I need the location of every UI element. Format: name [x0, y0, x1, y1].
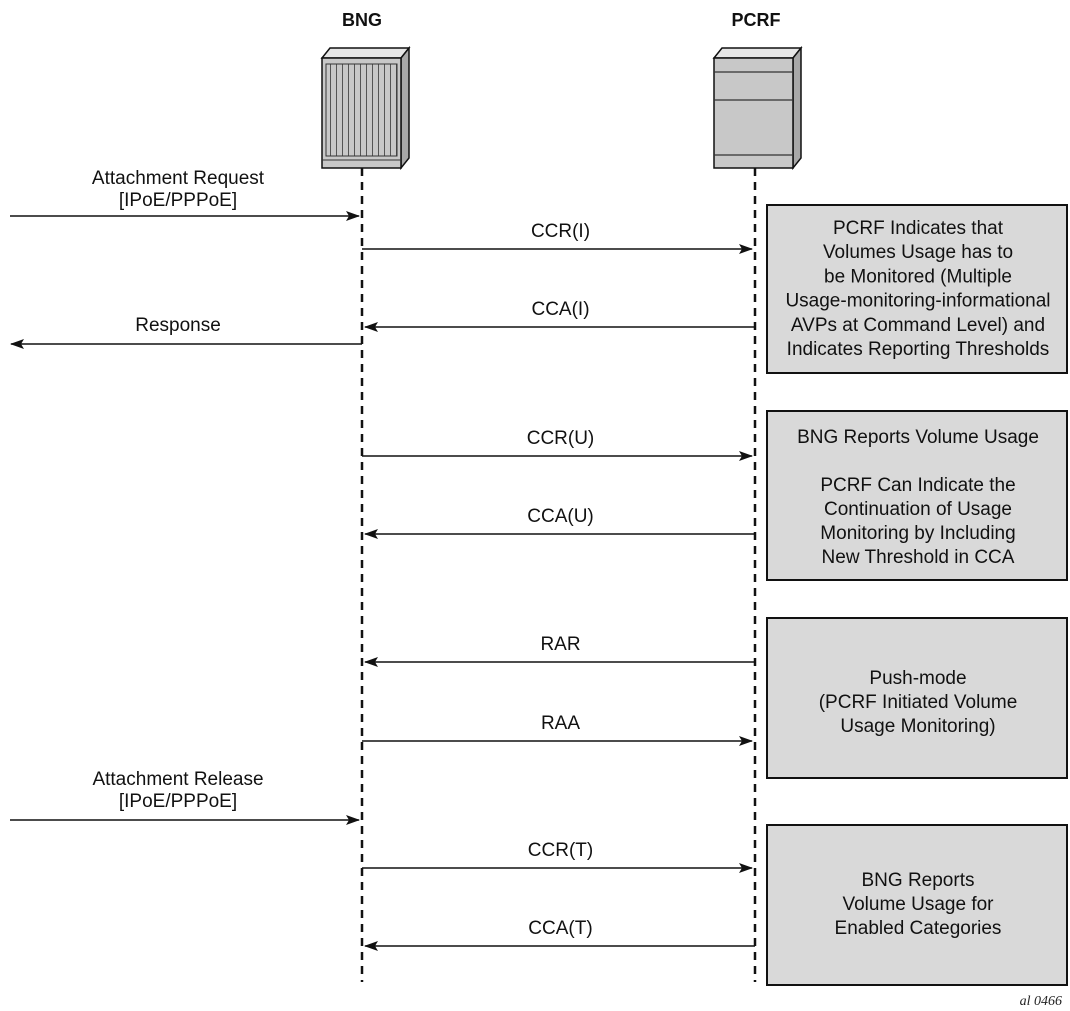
bng-device-icon	[320, 45, 411, 171]
message-label: CCA(T)	[528, 918, 592, 939]
attachment-request-label: Attachment Request	[92, 168, 265, 189]
note-line: Usage Monitoring)	[840, 716, 995, 737]
pcrf-server-icon	[712, 45, 803, 171]
note-line: be Monitored (Multiple	[824, 266, 1012, 287]
message-label: CCR(I)	[531, 221, 590, 242]
message-label: CCA(I)	[531, 299, 589, 320]
message-ccat: CCA(T)	[364, 918, 755, 951]
note-background	[766, 617, 1068, 779]
note-line: Monitoring by Including	[820, 523, 1015, 544]
note-line: Continuation of Usage	[824, 499, 1012, 520]
note-line: AVPs at Command Level) and	[791, 315, 1045, 336]
note-line: Usage-monitoring-informational	[785, 291, 1050, 312]
message-arrows: CCR(I) CCA(I) CCR(U) CCA(U) RAR RAA CCR(T) CCA(…	[362, 221, 755, 951]
message-ccrt: CCR(T)	[362, 840, 753, 873]
bng-header: BNG	[342, 10, 382, 30]
note-line: New Threshold in CCA	[822, 547, 1015, 568]
note-line: BNG Reports	[862, 870, 975, 891]
message-label: CCA(U)	[527, 506, 594, 527]
figure-id: al 0466	[1020, 994, 1062, 1009]
message-ccri: CCR(I)	[362, 221, 753, 254]
note-line: Indicates Reporting Thresholds	[787, 339, 1050, 360]
message-rar: RAR	[364, 634, 755, 667]
message-label: RAR	[540, 634, 580, 655]
note-line: PCRF Indicates that	[833, 218, 1004, 239]
message-label: RAA	[541, 713, 580, 734]
attachment-release-sublabel: [IPoE/PPPoE]	[119, 791, 237, 812]
note-line: Volume Usage for	[842, 894, 994, 915]
attachment-request-message: Attachment Request [IPoE/PPPoE]	[10, 168, 360, 221]
attachment-release-label: Attachment Release	[92, 769, 263, 790]
attachment-request-sublabel: [IPoE/PPPoE]	[119, 190, 237, 211]
message-ccru: CCR(U)	[362, 428, 753, 461]
note-line: Enabled Categories	[835, 918, 1002, 939]
note-background	[766, 824, 1068, 986]
response-message: Response	[10, 315, 362, 349]
message-label: CCR(U)	[527, 428, 595, 449]
note-background	[766, 204, 1068, 374]
note-line: (PCRF Initiated Volume	[819, 692, 1018, 713]
note-line: Push-mode	[869, 668, 966, 689]
attachment-release-message: Attachment Release [IPoE/PPPoE]	[10, 769, 360, 825]
note-line: BNG Reports Volume Usage	[797, 427, 1039, 448]
note-background	[766, 410, 1068, 581]
message-label: CCR(T)	[528, 840, 593, 861]
note-line: PCRF Can Indicate the	[820, 475, 1015, 496]
message-ccai: CCA(I)	[364, 299, 755, 332]
message-ccau: CCA(U)	[364, 506, 755, 539]
pcrf-header: PCRF	[732, 10, 781, 30]
note-line: Volumes Usage has to	[823, 242, 1013, 263]
response-label: Response	[135, 315, 221, 336]
message-raa: RAA	[362, 713, 753, 746]
